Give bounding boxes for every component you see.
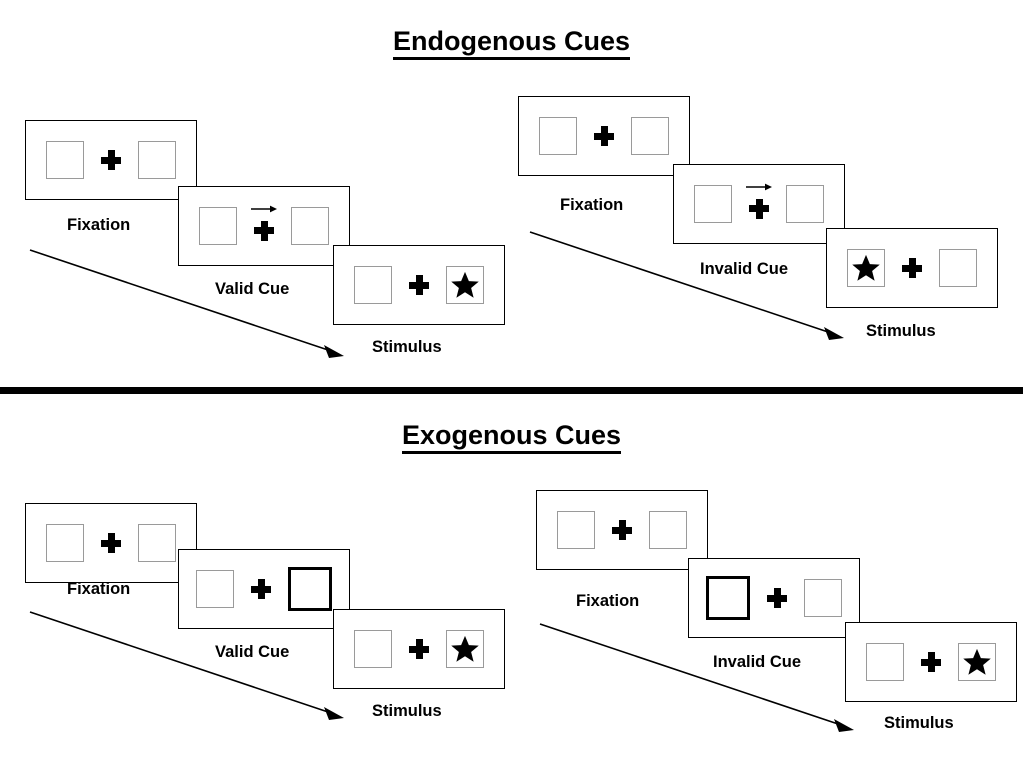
box-left-exogenous-invalid-stimulus	[866, 643, 904, 681]
star-target-icon	[963, 648, 991, 675]
caption-endogenous-invalid-stimulus: Stimulus	[866, 322, 936, 340]
caption-endogenous-invalid-cue: Invalid Cue	[700, 260, 789, 278]
caption-endogenous-valid-stimulus: Stimulus	[372, 338, 442, 356]
panel-exogenous-valid-cue[interactable]	[178, 549, 350, 629]
panel-exogenous-invalid-cue[interactable]	[688, 558, 860, 638]
section-title-exogenous-text: Exogenous Cues	[401, 420, 622, 454]
section-divider	[0, 387, 1023, 394]
box-right-exogenous-invalid-stimulus	[958, 643, 996, 681]
box-left-endogenous-valid-cue	[199, 207, 237, 245]
box-right-exogenous-invalid-fixation	[649, 511, 687, 549]
caption-exogenous-invalid-cue: Invalid Cue	[713, 653, 802, 671]
display-exogenous-valid-stimulus	[354, 627, 484, 671]
panel-endogenous-valid-fixation[interactable]	[25, 120, 197, 200]
box-right-exogenous-valid-cue-highlighted	[288, 567, 332, 611]
star-target-icon	[451, 271, 479, 298]
fixation-cross-icon	[254, 220, 274, 241]
section-title-endogenous: Endogenous Cues	[0, 26, 1023, 60]
fixation-cross-icon	[101, 533, 121, 553]
panel-endogenous-valid-stimulus[interactable]	[333, 245, 505, 325]
fixation-cross-icon	[767, 588, 787, 608]
box-right-exogenous-valid-fixation	[138, 524, 176, 562]
fixation-cross-wrap	[593, 114, 615, 158]
fixation-cross-wrap	[611, 508, 633, 552]
fixation-cross-wrap	[251, 204, 277, 248]
fixation-cross-wrap	[100, 521, 122, 565]
panel-endogenous-valid-cue[interactable]	[178, 186, 350, 266]
display-exogenous-invalid-cue	[706, 576, 842, 620]
fixation-cross-wrap	[920, 640, 942, 684]
panel-exogenous-invalid-stimulus[interactable]	[845, 622, 1017, 702]
panel-exogenous-valid-fixation[interactable]	[25, 503, 197, 583]
star-target-icon	[852, 254, 880, 281]
time-arrow-icon-endogenous-valid	[29, 249, 344, 358]
box-left-exogenous-valid-stimulus	[354, 630, 392, 668]
fixation-cross-icon	[902, 258, 922, 278]
box-right-endogenous-valid-fixation	[138, 141, 176, 179]
box-left-exogenous-invalid-cue-highlighted	[706, 576, 750, 620]
panel-endogenous-invalid-stimulus[interactable]	[826, 228, 998, 308]
display-endogenous-valid-stimulus	[354, 263, 484, 307]
right-arrow-cue-icon	[251, 205, 277, 213]
display-exogenous-valid-fixation	[46, 521, 176, 565]
fixation-cross-icon	[594, 126, 614, 146]
box-right-endogenous-valid-stimulus	[446, 266, 484, 304]
box-left-exogenous-valid-fixation	[46, 524, 84, 562]
display-exogenous-invalid-fixation	[557, 508, 687, 552]
box-right-endogenous-invalid-stimulus	[939, 249, 977, 287]
fixation-cross-wrap	[100, 138, 122, 182]
time-arrow-icon-exogenous-invalid	[539, 623, 854, 732]
fixation-cross-icon	[251, 579, 271, 599]
fixation-cross-icon	[749, 198, 769, 219]
display-endogenous-invalid-stimulus	[847, 246, 977, 290]
caption-exogenous-valid-fixation: Fixation	[67, 580, 131, 598]
caption-exogenous-valid-stimulus: Stimulus	[372, 702, 442, 720]
fixation-cross-icon	[921, 652, 941, 672]
box-left-endogenous-invalid-stimulus	[847, 249, 885, 287]
box-left-endogenous-valid-fixation	[46, 141, 84, 179]
fixation-cross-wrap	[408, 627, 430, 671]
box-right-endogenous-valid-cue	[291, 207, 329, 245]
caption-endogenous-valid-cue: Valid Cue	[215, 280, 290, 298]
panel-exogenous-invalid-fixation[interactable]	[536, 490, 708, 570]
fixation-cross-wrap	[766, 576, 788, 620]
panel-endogenous-invalid-fixation[interactable]	[518, 96, 690, 176]
time-arrow-icon-exogenous-valid	[29, 611, 344, 720]
caption-endogenous-valid-fixation: Fixation	[67, 216, 131, 234]
box-left-exogenous-valid-cue	[196, 570, 234, 608]
caption-exogenous-valid-cue: Valid Cue	[215, 643, 290, 661]
display-exogenous-valid-cue	[196, 567, 332, 611]
caption-exogenous-invalid-stimulus: Stimulus	[884, 714, 954, 732]
right-arrow-cue-icon	[746, 183, 772, 191]
box-left-endogenous-valid-stimulus	[354, 266, 392, 304]
fixation-cross-wrap	[901, 246, 923, 290]
fixation-cross-icon	[101, 150, 121, 170]
display-exogenous-invalid-stimulus	[866, 640, 996, 684]
caption-exogenous-invalid-fixation: Fixation	[576, 592, 640, 610]
box-right-exogenous-valid-stimulus	[446, 630, 484, 668]
fixation-cross-icon	[409, 275, 429, 295]
caption-endogenous-invalid-fixation: Fixation	[560, 196, 624, 214]
fixation-cross-wrap	[746, 182, 772, 226]
display-endogenous-invalid-cue	[694, 182, 824, 226]
box-left-endogenous-invalid-fixation	[539, 117, 577, 155]
box-right-exogenous-invalid-cue	[804, 579, 842, 617]
box-right-endogenous-invalid-fixation	[631, 117, 669, 155]
fixation-cross-wrap	[250, 567, 272, 611]
star-target-icon	[451, 635, 479, 662]
fixation-cross-icon	[612, 520, 632, 540]
fixation-cross-icon	[409, 639, 429, 659]
section-title-exogenous: Exogenous Cues	[0, 420, 1023, 454]
box-left-exogenous-invalid-fixation	[557, 511, 595, 549]
time-arrow-icon-endogenous-invalid	[529, 231, 844, 340]
panel-exogenous-valid-stimulus[interactable]	[333, 609, 505, 689]
box-left-endogenous-invalid-cue	[694, 185, 732, 223]
fixation-cross-wrap	[408, 263, 430, 307]
display-endogenous-valid-cue	[199, 204, 329, 248]
box-right-endogenous-invalid-cue	[786, 185, 824, 223]
panel-endogenous-invalid-cue[interactable]	[673, 164, 845, 244]
display-endogenous-valid-fixation	[46, 138, 176, 182]
section-title-endogenous-text: Endogenous Cues	[392, 26, 630, 60]
display-endogenous-invalid-fixation	[539, 114, 669, 158]
